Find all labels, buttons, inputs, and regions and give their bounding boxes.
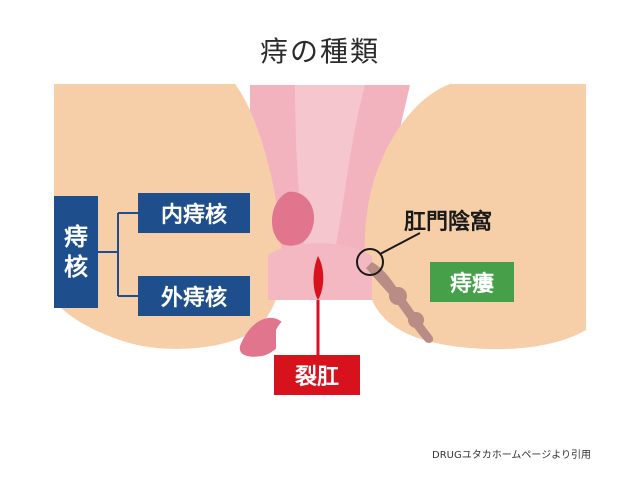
anal-opening <box>276 307 366 355</box>
crypt-circle <box>356 248 384 276</box>
right-buttock <box>364 84 586 350</box>
hemorrhoid-core-char-2: 核 <box>64 253 88 281</box>
fistula-bulge-1 <box>389 287 407 305</box>
page-title: 痔の種類 <box>259 35 380 68</box>
external-hemorrhoid-label: 外痔核 <box>138 276 250 316</box>
crypt-pointer <box>379 232 421 255</box>
fissure-mark <box>313 256 324 300</box>
source-credit: DRUGユタカホームページより引用 <box>432 450 592 461</box>
hemorrhoid-core-char-1: 痔 <box>64 223 88 251</box>
anal-fistula-label: 痔瘻 <box>430 262 514 302</box>
external-hemorrhoid-shape <box>239 317 285 357</box>
hemorrhoid-core-label: 痔 核 <box>54 196 98 308</box>
fistula-bulge-2 <box>408 312 424 328</box>
internal-hemorrhoid-label: 内痔核 <box>138 193 250 233</box>
anal-fissure-label: 裂肛 <box>274 355 360 395</box>
internal-hemorrhoid-shape <box>271 191 315 246</box>
anal-crypt-label: 肛門陰窩 <box>404 210 493 235</box>
